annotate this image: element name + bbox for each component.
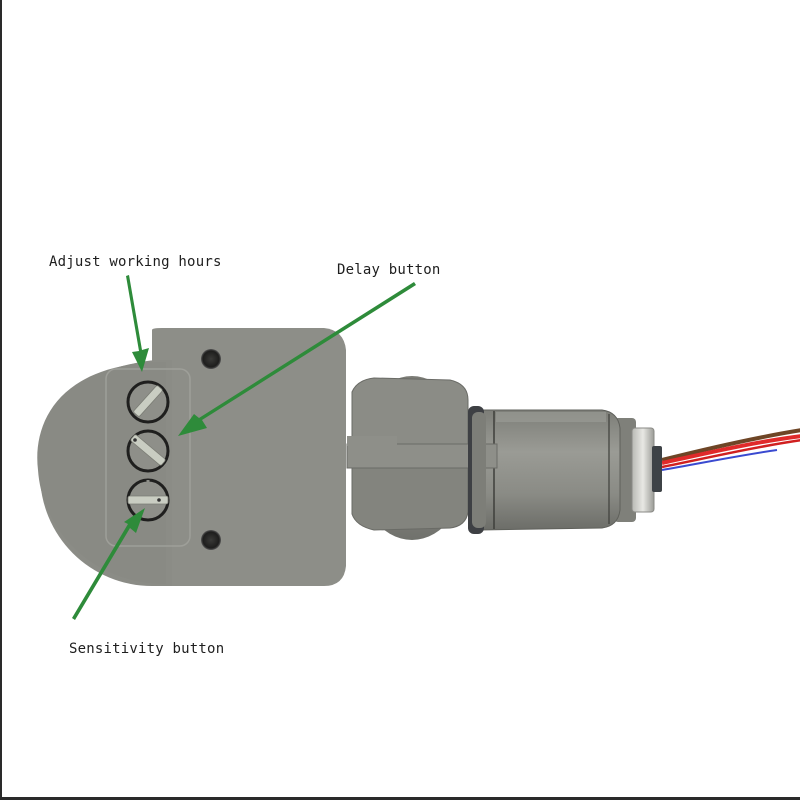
- delay-knob[interactable]: [126, 429, 170, 473]
- sensitivity-knob[interactable]: [126, 478, 170, 522]
- mounting-hole-bottom: [201, 530, 221, 550]
- wire-bundle: [661, 428, 800, 471]
- sensor-housing: [37, 328, 346, 586]
- label-sensitivity-button: Sensitivity button: [69, 641, 225, 657]
- sensor-barrel: [479, 409, 621, 531]
- working-hours-knob[interactable]: [126, 380, 170, 424]
- mounting-hole-top: [201, 349, 221, 369]
- swivel-joint: [346, 376, 498, 540]
- arrow-delay: [178, 282, 416, 436]
- label-adjust-working-hours: Adjust working hours: [49, 254, 222, 270]
- cable-gland: [614, 418, 662, 522]
- label-delay-button: Delay button: [337, 262, 441, 278]
- arrow-working-hours: [126, 275, 149, 372]
- arrow-sensitivity: [72, 508, 145, 620]
